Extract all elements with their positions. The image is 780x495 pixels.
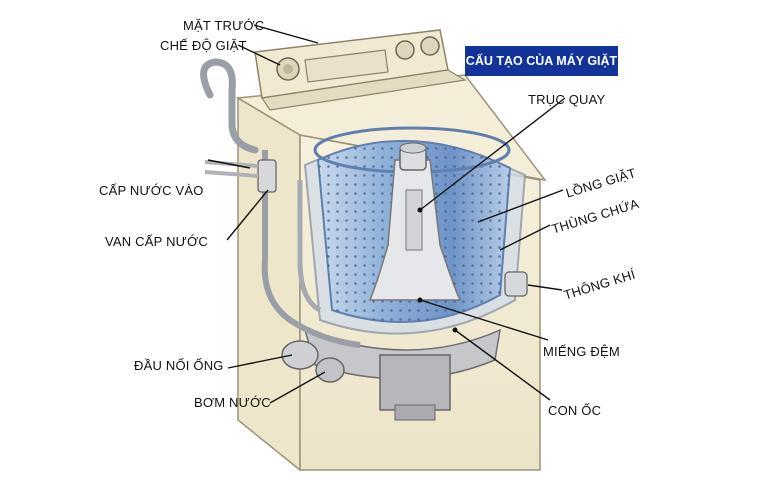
label-front-panel: MẶT TRƯỚC bbox=[183, 18, 265, 33]
leader-lines bbox=[207, 24, 566, 404]
leader-vent bbox=[527, 284, 563, 291]
drain-hose bbox=[200, 58, 259, 154]
inlet-valve bbox=[257, 159, 277, 193]
display-panel bbox=[304, 49, 389, 83]
leader-front-panel bbox=[253, 24, 319, 44]
knob-2 bbox=[395, 40, 415, 60]
leader-wash-mode bbox=[237, 44, 281, 66]
inlet-hose bbox=[261, 150, 361, 348]
title-box: CẤU TẠO CỦA MÁY GIẶT bbox=[465, 46, 618, 76]
label-water-inlet: CẤP NƯỚC VÀO bbox=[99, 183, 204, 198]
knob-3 bbox=[420, 36, 440, 56]
leader-shaft bbox=[419, 97, 566, 211]
leader-seal bbox=[419, 299, 549, 341]
label-seal: MIẾNG ĐỆM bbox=[543, 344, 620, 359]
label-water-pump: BƠM NƯỚC bbox=[194, 395, 271, 410]
leader-outer-tub bbox=[499, 224, 551, 251]
leader-water-inlet bbox=[207, 159, 251, 169]
label-hose-connector: ĐẦU NỐI ỐNG bbox=[134, 358, 224, 373]
leader-hose-connector bbox=[227, 354, 293, 369]
leader-water-pump bbox=[269, 371, 326, 404]
leader-inner-drum bbox=[477, 189, 564, 223]
label-nut: CON ỐC bbox=[548, 403, 602, 418]
label-inlet-valve: VAN CẤP NƯỚC bbox=[105, 234, 208, 249]
label-shaft: TRỤC QUAY bbox=[528, 92, 606, 107]
pump bbox=[281, 340, 319, 370]
vent-part bbox=[504, 271, 528, 297]
leader-inlet-valve bbox=[226, 189, 269, 241]
label-wash-mode: CHẾ ĐỘ GIẶT bbox=[160, 38, 247, 53]
leader-nut bbox=[454, 329, 551, 401]
